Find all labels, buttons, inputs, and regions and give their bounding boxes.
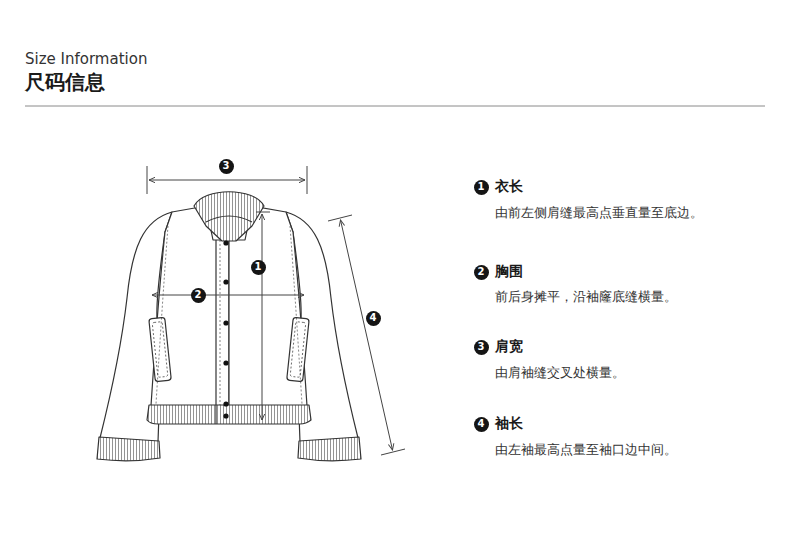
measure-name: 衣长 bbox=[495, 178, 523, 196]
buttons bbox=[223, 240, 228, 418]
callout-digit: 1 bbox=[478, 182, 485, 192]
callout-number: 2 bbox=[474, 265, 489, 280]
measure-note: 前后身摊平，沿袖窿底缝横量。 bbox=[495, 289, 677, 305]
callout-digit: 4 bbox=[478, 419, 485, 429]
callout-digit: 4 bbox=[370, 313, 377, 323]
collar-rib bbox=[194, 192, 264, 241]
english-heading: Size Information bbox=[25, 50, 147, 69]
page-title: 尺码信息 bbox=[25, 70, 105, 95]
measure-note: 由前左侧肩缝最高点垂直量至底边。 bbox=[495, 205, 703, 221]
callout-digit: 2 bbox=[478, 267, 485, 277]
welt-pocket bbox=[149, 317, 171, 381]
measure-note: 由肩袖缝交叉处横量。 bbox=[495, 365, 625, 381]
hem-rib bbox=[147, 405, 311, 424]
callout-digit: 1 bbox=[255, 262, 262, 272]
callout-number: 1 bbox=[474, 180, 489, 195]
callout-number: 3 bbox=[219, 159, 234, 174]
pocket-stitch bbox=[152, 322, 168, 378]
callout-digit: 3 bbox=[478, 342, 485, 352]
callout-number: 2 bbox=[191, 288, 206, 303]
measure-note: 由左袖最高点量至袖口边中间。 bbox=[495, 442, 677, 458]
callout-digit: 2 bbox=[195, 290, 202, 300]
dimension-lines bbox=[147, 166, 405, 455]
callout-digit: 3 bbox=[223, 161, 230, 171]
measure-name: 胸围 bbox=[495, 263, 523, 281]
callout-number: 4 bbox=[366, 311, 381, 326]
callout-number: 3 bbox=[474, 340, 489, 355]
measure-name: 肩宽 bbox=[495, 338, 523, 356]
header-rule bbox=[25, 106, 765, 107]
cuff-rib bbox=[97, 437, 160, 461]
callout-number: 4 bbox=[474, 417, 489, 432]
jacket bbox=[97, 192, 361, 461]
measure-name: 袖长 bbox=[495, 415, 523, 433]
callout-number: 1 bbox=[251, 260, 266, 275]
placket bbox=[215, 240, 216, 424]
